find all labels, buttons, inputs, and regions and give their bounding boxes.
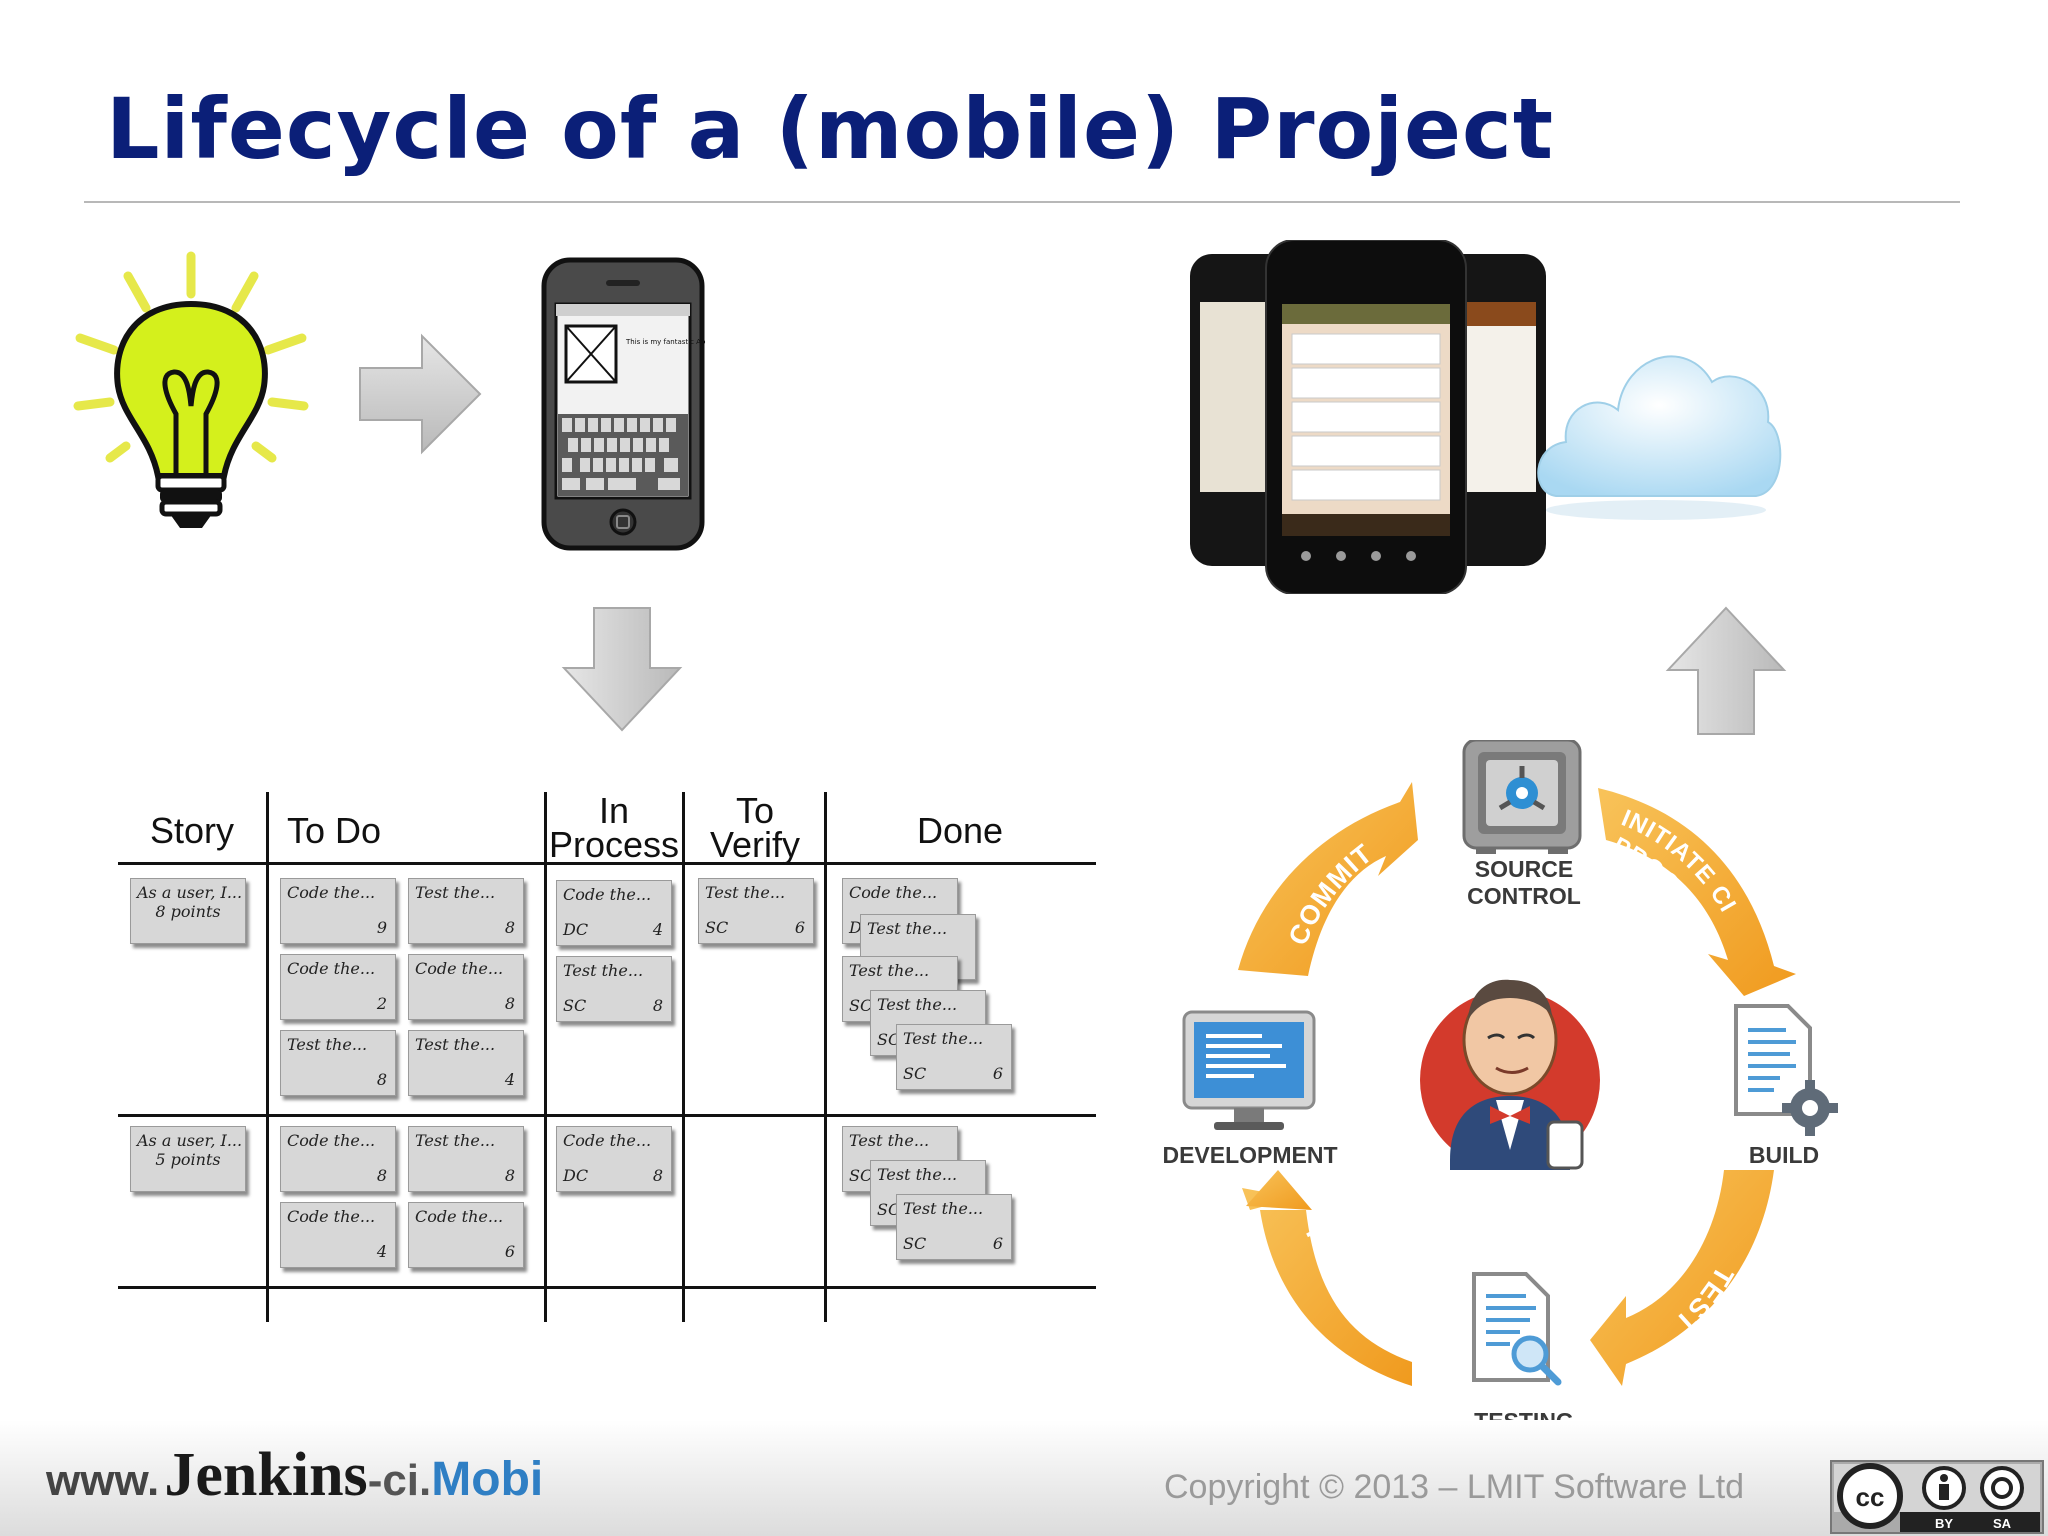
smartphones-image <box>1190 240 1546 594</box>
jenkins-logo <box>1420 979 1600 1170</box>
task-card: Code the...4 <box>280 1202 396 1268</box>
arrow-down-icon <box>561 607 683 732</box>
task-card: Code the...8 <box>280 1126 396 1192</box>
task-card: Test the...8 <box>408 1126 524 1192</box>
initiate-ci-arrow <box>1598 788 1796 996</box>
column-header-done: Done <box>916 810 1004 851</box>
task-card: Code the...9 <box>280 878 396 944</box>
footer-bar <box>0 1420 2048 1536</box>
task-card: Code the...6 <box>408 1202 524 1268</box>
task-card: Code the...2 <box>280 954 396 1020</box>
footer-website-logo: www. Jenkins-ci.Mobi <box>46 1441 544 1509</box>
title-divider <box>84 201 1960 203</box>
lightbulb-icon <box>73 251 309 528</box>
build-icon <box>1734 1004 1838 1136</box>
build-label: BUILD <box>1748 1142 1820 1168</box>
arrow-up-icon <box>1665 606 1787 735</box>
slide-title: Lifecycle of a (mobile) Project <box>106 80 1554 178</box>
source-control-icon <box>1462 740 1582 854</box>
cloud-icon <box>1537 355 1782 520</box>
report-arrow <box>1242 1188 1412 1386</box>
svg-text:BY: BY <box>1935 1516 1953 1531</box>
copyright-text: Copyright © 2013 – LMIT Software Ltd <box>1164 1468 1745 1506</box>
task-card: Code the...8 <box>408 954 524 1020</box>
creative-commons-badge: cc BY SA <box>1830 1460 2044 1534</box>
task-card: Test the...8 <box>280 1030 396 1096</box>
story-card: As a user, I...5 points <box>130 1126 246 1192</box>
test-arrow <box>1590 1170 1774 1386</box>
commit-arrow <box>1238 782 1418 976</box>
phone-screen-text: This is my fantastic App <box>625 338 706 346</box>
story-card: As a user, I...8 points <box>130 878 246 944</box>
kanban-board: Story To Do In Process To Verify Done As… <box>110 780 1110 1340</box>
task-card: Test the...8 <box>408 878 524 944</box>
column-header-todo: To Do <box>286 810 382 851</box>
development-icon <box>1182 1010 1316 1130</box>
testing-icon <box>1472 1272 1562 1386</box>
phone-sketch-icon: This is my fantastic App <box>541 257 706 551</box>
svg-text:SA: SA <box>1993 1516 2012 1531</box>
column-header-in-process: In Process <box>548 790 680 865</box>
column-header-to-verify: To Verify <box>709 790 801 865</box>
ci-cycle-diagram: COMMIT INITIATE CI PROCESS TEST REPORT <box>1182 740 1838 1386</box>
svg-text:cc: cc <box>1856 1482 1885 1512</box>
column-header-story: Story <box>149 810 235 851</box>
development-label: DEVELOPMENT <box>1162 1142 1338 1168</box>
source-control-label: SOURCE CONTROL <box>1467 856 1581 909</box>
arrow-right-icon <box>359 333 482 455</box>
task-card: Test the...4 <box>408 1030 524 1096</box>
